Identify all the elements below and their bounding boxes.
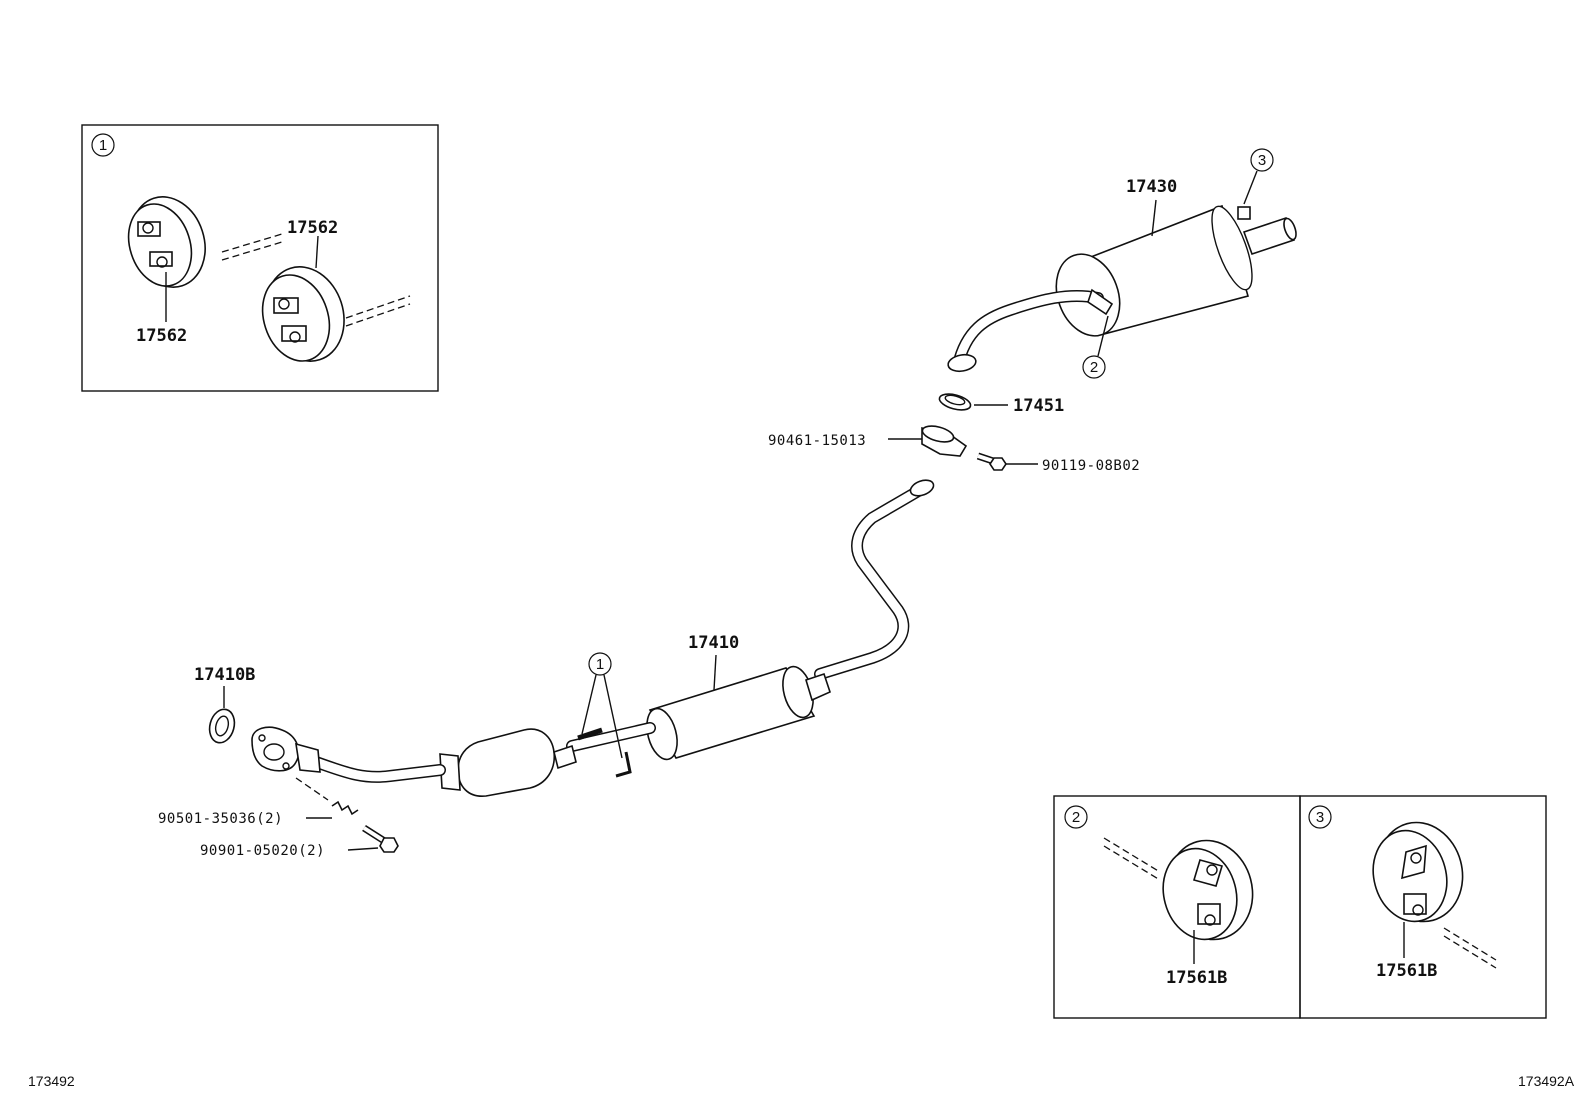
hanger-17561B-b: [1372, 821, 1464, 923]
callout-2-box: 2: [1072, 809, 1080, 826]
gasket-17410B: [208, 708, 236, 744]
label-90461-15013: 90461-15013: [768, 433, 866, 449]
rear-muffler-17430: [947, 204, 1297, 373]
callout-1-box: 1: [99, 137, 107, 154]
callout-3-box: 3: [1316, 809, 1324, 826]
detail-box-3: 3 17561B: [1299, 795, 1547, 1019]
callout-3-main: 3: [1258, 152, 1266, 169]
label-17451: 17451: [1013, 396, 1064, 416]
label-90501-35036: 90501-35036(2): [158, 811, 283, 827]
label-17410B: 17410B: [194, 665, 255, 685]
bolt-90901-05020: [362, 825, 399, 853]
footer-code-left: 173492: [28, 1073, 75, 1089]
front-pipe-17410: [251, 479, 935, 797]
label-17562-top: 17562: [287, 218, 338, 238]
callout-1-main: 1: [596, 656, 604, 673]
clamp-90461-15013: [921, 425, 968, 457]
label-17561B-b: 17561B: [1376, 961, 1437, 981]
spring-90501-35036: [295, 777, 359, 816]
footer-code-right: 173492A: [1518, 1073, 1575, 1089]
label-17430: 17430: [1126, 177, 1177, 197]
label-17410: 17410: [688, 633, 739, 653]
label-90901-05020: 90901-05020(2): [200, 843, 325, 859]
hanger-17561B-a: [1162, 839, 1254, 941]
gasket-17451: [938, 393, 972, 411]
hanger-17562-right: [261, 266, 345, 362]
detail-box-1: 1 17562 17562: [81, 124, 439, 392]
detail-box-2: 2 17561B: [1053, 795, 1301, 1019]
callout-2-main: 2: [1090, 359, 1098, 376]
label-17561B-a: 17561B: [1166, 968, 1227, 988]
label-90119-08B02: 90119-08B02: [1042, 458, 1140, 474]
bolt-90119-08B02: [976, 452, 1007, 471]
label-17562-bottom: 17562: [136, 326, 187, 346]
hanger-17562-left: [127, 196, 206, 288]
